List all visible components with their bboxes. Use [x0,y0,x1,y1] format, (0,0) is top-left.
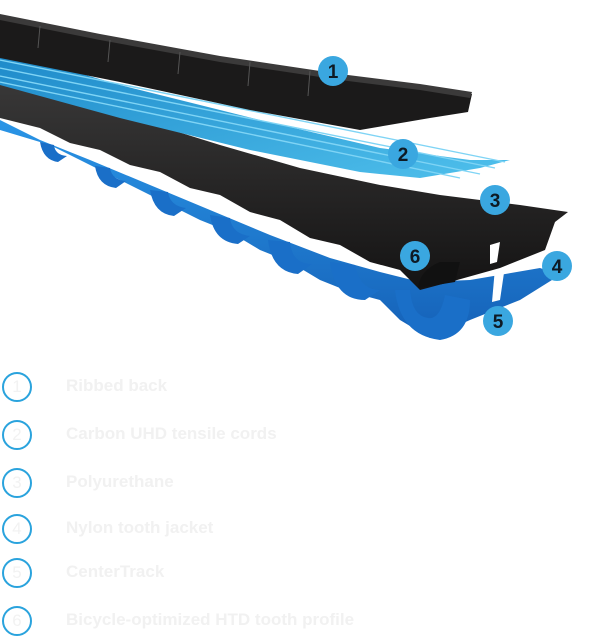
legend-label: Nylon tooth jacket [66,518,214,537]
callout-2: 2 [388,139,418,169]
legend-label: CenterTrack [66,562,165,581]
legend-number: 3 [2,468,32,498]
legend-item: 2 Carbon UHD tensile cords [0,420,600,452]
svg-text:1: 1 [328,62,339,83]
legend-number: 4 [2,514,32,544]
callout-5: 5 [483,306,513,336]
legend-item: 5 CenterTrack [0,558,600,590]
legend-label: Bicycle-optimized HTD tooth profile [66,610,355,629]
belt-cutaway-diagram: 1 2 3 4 5 6 [0,14,572,340]
legend-item: 1 Ribbed back [0,372,600,404]
legend-number: 2 [2,420,32,450]
polyurethane-body [0,75,568,290]
legend-item: 6 Bicycle-optimized HTD tooth profile [0,606,600,638]
legend-number: 6 [2,606,32,636]
ribbed-back [0,14,472,130]
legend-item: 4 Nylon tooth jacket [0,514,600,546]
svg-text:2: 2 [398,145,409,166]
svg-text:6: 6 [410,247,421,268]
legend-number: 1 [2,372,32,402]
legend-label: Ribbed back [66,376,168,395]
legend-label: Polyurethane [66,472,174,491]
legend-item: 3 Polyurethane [0,468,600,500]
legend-label: Carbon UHD tensile cords [66,424,277,443]
callout-1: 1 [318,56,348,86]
svg-text:5: 5 [493,312,504,333]
legend-number: 5 [2,558,32,588]
callout-6: 6 [400,241,430,271]
svg-text:3: 3 [490,191,501,212]
svg-text:4: 4 [552,257,563,278]
callout-4: 4 [542,251,572,281]
callout-3: 3 [480,185,510,215]
